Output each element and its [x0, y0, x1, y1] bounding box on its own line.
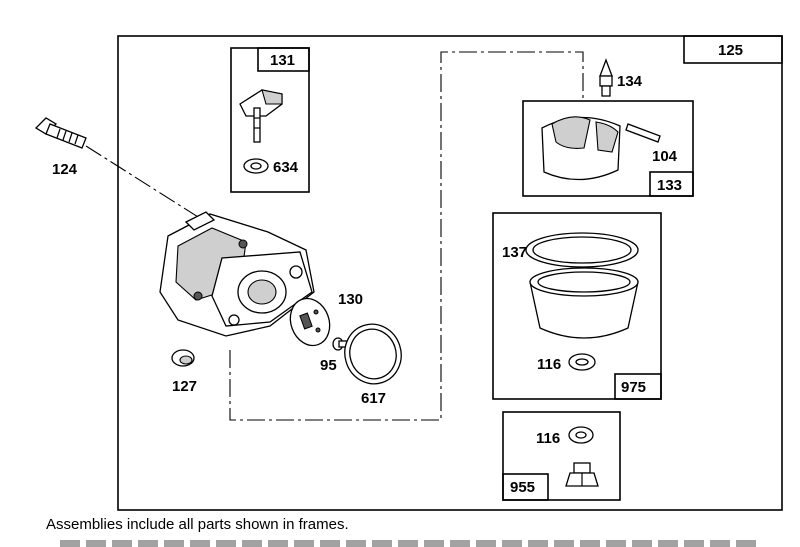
label-131: 131 [270, 52, 295, 69]
label-104: 104 [652, 148, 678, 165]
bowl-label-box [614, 373, 662, 400]
label-975: 975 [621, 379, 646, 396]
bowl-nut-955-icon [565, 462, 599, 487]
bolt-leader-line [85, 145, 207, 223]
label-124: 124 [52, 161, 78, 178]
label-134: 134 [617, 73, 643, 90]
bolt-124-icon [34, 117, 87, 149]
label-125: 125 [718, 42, 743, 59]
label-127: 127 [172, 378, 197, 395]
bowl-frame [492, 212, 662, 400]
main-frame [117, 35, 783, 511]
ring-137-icon [525, 232, 639, 268]
cutoff-text-strip [60, 540, 760, 547]
needle-134-icon [599, 58, 613, 97]
bowl-nut-frame [502, 411, 621, 501]
label-137: 137 [502, 244, 527, 261]
label-116-bowl: 116 [537, 356, 561, 373]
plug-127-icon [171, 349, 195, 367]
main-frame-label-box [683, 35, 783, 64]
float-label-box [649, 171, 694, 197]
assembly-leader-line [229, 51, 584, 421]
pin-104-icon [625, 123, 661, 143]
label-116-nut: 116 [536, 430, 560, 447]
carburetor-body-icon [159, 211, 315, 337]
bowl-975-icon [529, 267, 639, 339]
gasket-617-icon [344, 323, 402, 385]
seal-634-icon [243, 158, 269, 174]
label-617: 617 [361, 390, 386, 407]
label-955: 955 [510, 479, 535, 496]
diaphragm-130-icon [289, 297, 331, 347]
float-frame [522, 100, 694, 197]
label-95: 95 [320, 357, 337, 374]
label-133: 133 [657, 177, 682, 194]
washer-116-icon [568, 353, 596, 371]
caption-text: Assemblies include all parts shown in fr… [46, 516, 349, 533]
choke-lever-label-box [257, 47, 310, 72]
washer-116-nut-icon [568, 426, 594, 444]
label-130: 130 [338, 291, 363, 308]
float-133-icon [541, 116, 621, 181]
bowl-nut-label-box [502, 473, 549, 501]
choke-lever-icon [239, 89, 283, 143]
label-634: 634 [273, 159, 299, 176]
